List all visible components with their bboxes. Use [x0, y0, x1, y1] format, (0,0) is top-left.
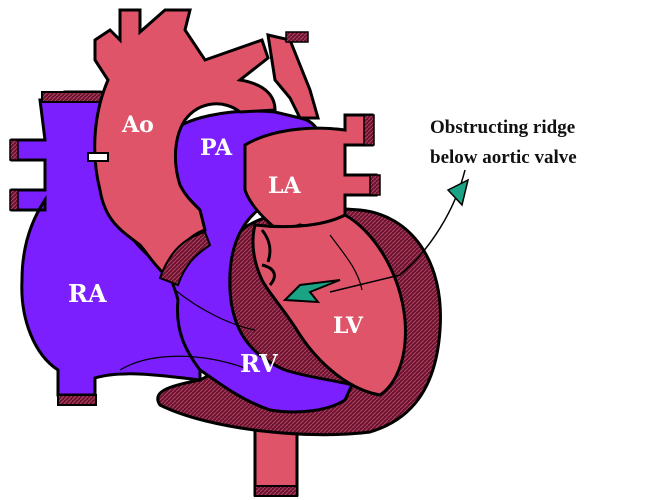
label-la: LA: [268, 173, 301, 199]
label-rv: RV: [240, 349, 278, 378]
label-pa: PA: [200, 135, 233, 161]
annotation-line-2: below aortic valve: [430, 147, 577, 168]
annotation-line-1: Obstructing ridge: [430, 117, 575, 138]
ivc-cap: [58, 395, 96, 405]
label-ra: RA: [68, 279, 107, 308]
label-ao: Ao: [121, 112, 154, 138]
svc-cap: [42, 92, 102, 102]
pointer-arrowhead-icon: [448, 180, 468, 205]
descending-vessel: [255, 425, 297, 496]
label-lv: LV: [333, 313, 364, 339]
